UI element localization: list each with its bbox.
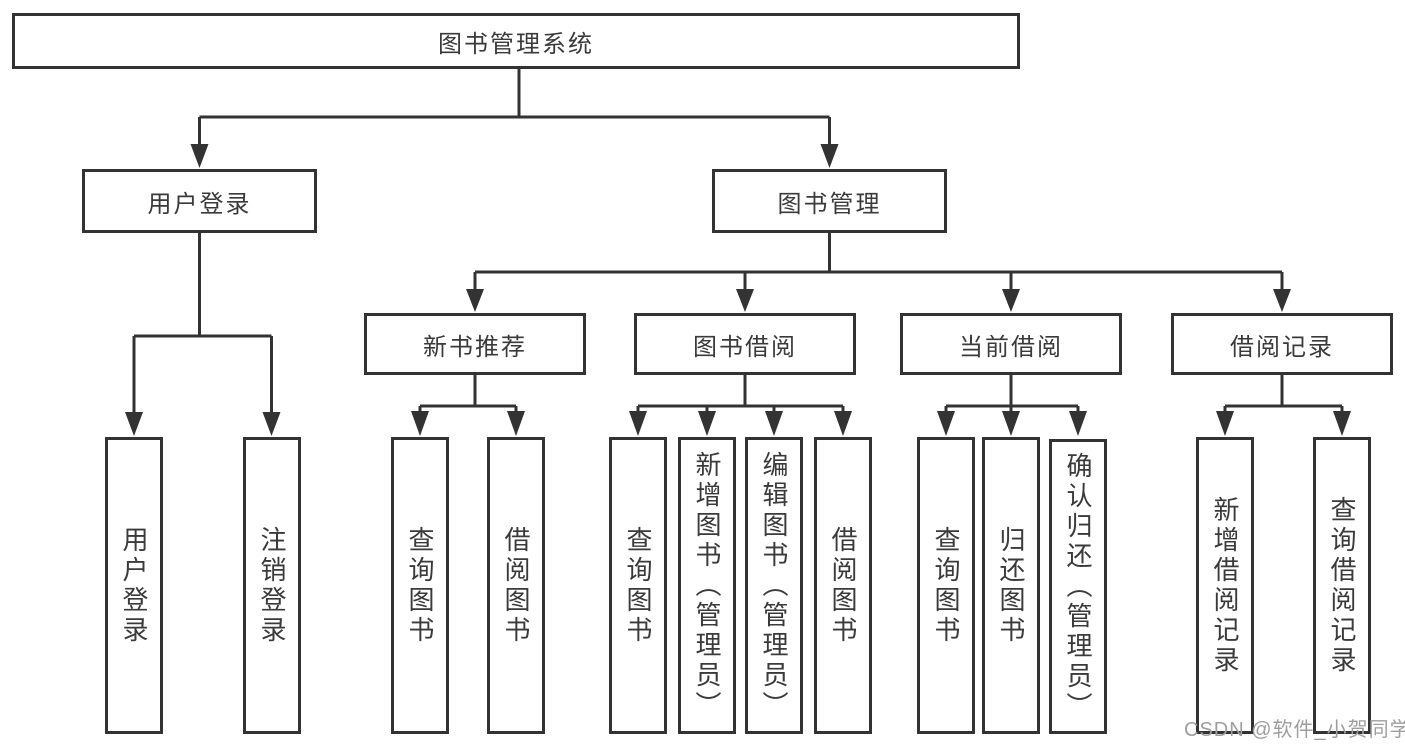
node-current-borrowing: 当前借阅 (900, 313, 1122, 375)
leaf-edit-books-admin: 编辑图书（管理员） (745, 437, 803, 734)
watermark: CSDN @软件_小贺同学 (1184, 719, 1405, 741)
leaf-query-borrow-record-label: 查询借阅记录 (1327, 495, 1357, 676)
tree-edges (132, 69, 1344, 414)
leaf-borrow-books-recommend: 借阅图书 (487, 437, 545, 734)
leaf-logout: 注销登录 (243, 437, 301, 734)
leaf-return-books-label: 归还图书 (996, 525, 1026, 646)
leaf-user-login: 用户登录 (105, 437, 163, 734)
leaf-user-login-label: 用户登录 (119, 525, 149, 646)
leaf-query-books-recommend: 查询图书 (391, 437, 449, 734)
node-user-login: 用户登录 (82, 169, 317, 233)
node-book-borrowing: 图书借阅 (634, 313, 856, 375)
leaf-query-books-recommend-label: 查询图书 (405, 525, 435, 646)
leaf-add-borrow-record-label: 新增借阅记录 (1210, 495, 1240, 676)
leaf-query-books-current-label: 查询图书 (931, 525, 961, 646)
leaf-confirm-return-admin: 确认归还（管理员） (1049, 439, 1107, 734)
leaf-add-books-admin-label: 新增图书（管理员） (692, 450, 722, 721)
leaf-edit-books-admin-label: 编辑图书（管理员） (759, 450, 789, 721)
leaf-query-books-borrowing: 查询图书 (609, 437, 667, 734)
arrowheads (125, 144, 1351, 436)
leaf-borrow-books-recommend-label: 借阅图书 (501, 525, 531, 646)
leaf-borrow-books-borrowing-label: 借阅图书 (828, 525, 858, 646)
leaf-logout-label: 注销登录 (257, 525, 287, 646)
node-library-management-system: 图书管理系统 (12, 13, 1020, 69)
leaf-add-books-admin: 新增图书（管理员） (678, 437, 736, 734)
leaf-query-borrow-record: 查询借阅记录 (1313, 437, 1371, 734)
leaf-borrow-books-borrowing: 借阅图书 (814, 437, 872, 734)
node-new-book-recommendation: 新书推荐 (364, 313, 586, 375)
leaf-return-books: 归还图书 (982, 437, 1040, 734)
leaf-query-books-current: 查询图书 (917, 437, 975, 734)
node-book-management: 图书管理 (712, 169, 947, 233)
leaf-add-borrow-record: 新增借阅记录 (1196, 437, 1254, 734)
leaf-query-books-borrowing-label: 查询图书 (623, 525, 653, 646)
node-borrowing-records: 借阅记录 (1171, 313, 1393, 375)
leaf-confirm-return-admin-label: 确认归还（管理员） (1063, 451, 1093, 722)
